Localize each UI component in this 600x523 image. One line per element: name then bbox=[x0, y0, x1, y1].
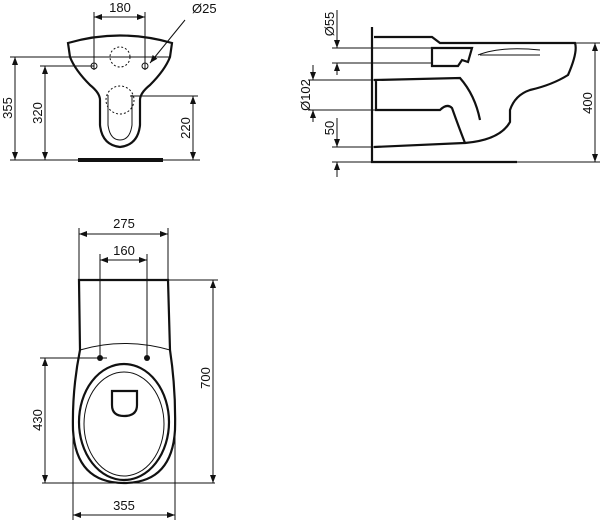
dimension-label: 400 bbox=[580, 92, 595, 114]
dimension-label: 160 bbox=[113, 243, 135, 258]
drawing-line bbox=[332, 47, 432, 64]
trap bbox=[373, 76, 482, 144]
inlet-circle bbox=[109, 46, 131, 68]
drawing-line bbox=[72, 430, 176, 520]
dimension-label: 355 bbox=[0, 97, 15, 119]
dimension-label: 180 bbox=[109, 0, 131, 15]
dimension-label: 50 bbox=[322, 121, 337, 135]
dimension-label: 355 bbox=[113, 498, 135, 513]
dimension-label: 220 bbox=[178, 117, 193, 139]
bowl-outline bbox=[373, 35, 577, 149]
tank-line bbox=[79, 343, 171, 351]
rinse-rim bbox=[477, 48, 541, 56]
drawing-line bbox=[93, 12, 146, 70]
seat-inner bbox=[83, 371, 165, 477]
pan-outline bbox=[71, 278, 177, 485]
front-view: 180 Ø25 355 320 220 bbox=[0, 0, 217, 162]
dimension-label: Ø55 bbox=[322, 12, 337, 37]
bowl-outline bbox=[66, 34, 174, 149]
dimension-label: Ø102 bbox=[298, 79, 313, 111]
dimension-label: Ø25 bbox=[192, 1, 217, 16]
dimension-label: 700 bbox=[198, 367, 213, 389]
drawing-line bbox=[308, 79, 376, 111]
seat-outer bbox=[77, 362, 171, 482]
outlet-circle bbox=[105, 85, 135, 115]
bowl-opening bbox=[110, 389, 139, 418]
inlet bbox=[430, 46, 474, 68]
dimension-label: 320 bbox=[30, 102, 45, 124]
drawing-line bbox=[40, 279, 218, 484]
plan-view: 275 160 700 430 355 bbox=[30, 216, 218, 520]
drawing-line bbox=[10, 56, 200, 161]
bowl-inner bbox=[107, 95, 133, 141]
dimension-label: 275 bbox=[113, 216, 135, 231]
drawing-line bbox=[332, 146, 374, 163]
drawing-line bbox=[78, 228, 169, 358]
dimension-label: 430 bbox=[30, 409, 45, 431]
dimension-25-leader bbox=[149, 19, 186, 64]
side-view: Ø55 Ø102 50 400 bbox=[298, 10, 600, 177]
